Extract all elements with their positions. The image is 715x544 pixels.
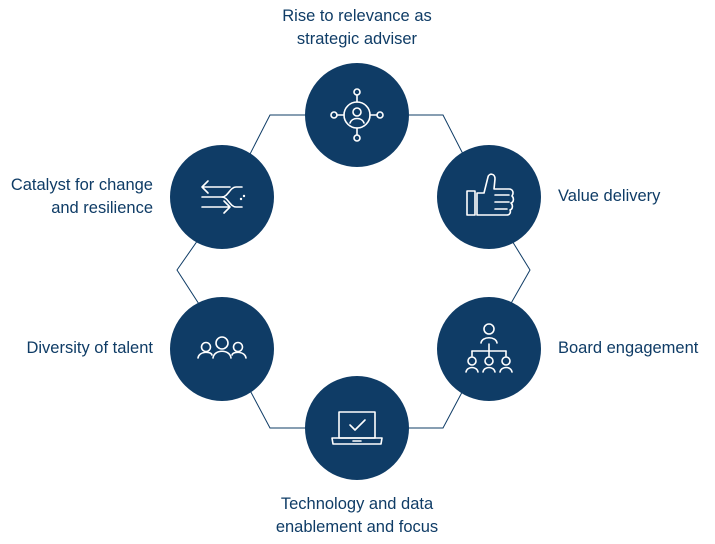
org-chart-icon: [465, 323, 513, 373]
network-person-icon: [330, 88, 384, 142]
node-catalyst: [170, 145, 274, 249]
arrows-merge-icon: [201, 180, 246, 214]
node-board: [437, 297, 541, 401]
node-value: [437, 145, 541, 249]
label-catalyst: Catalyst for change and resilience: [10, 176, 153, 217]
node-technology: [305, 376, 409, 480]
node-rise: [305, 63, 409, 167]
node-diversity: [170, 297, 274, 401]
thumbs-up-icon: [466, 173, 515, 216]
label-rise: Rise to relevance as strategic adviser: [282, 7, 432, 48]
label-board: Board engagement: [558, 339, 699, 357]
label-value: Value delivery: [558, 187, 661, 205]
laptop-check-icon: [331, 411, 383, 445]
label-diversity: Diversity of talent: [26, 339, 153, 357]
group-people-icon: [197, 336, 247, 359]
label-technology: Technology and data enablement and focus: [275, 495, 439, 536]
